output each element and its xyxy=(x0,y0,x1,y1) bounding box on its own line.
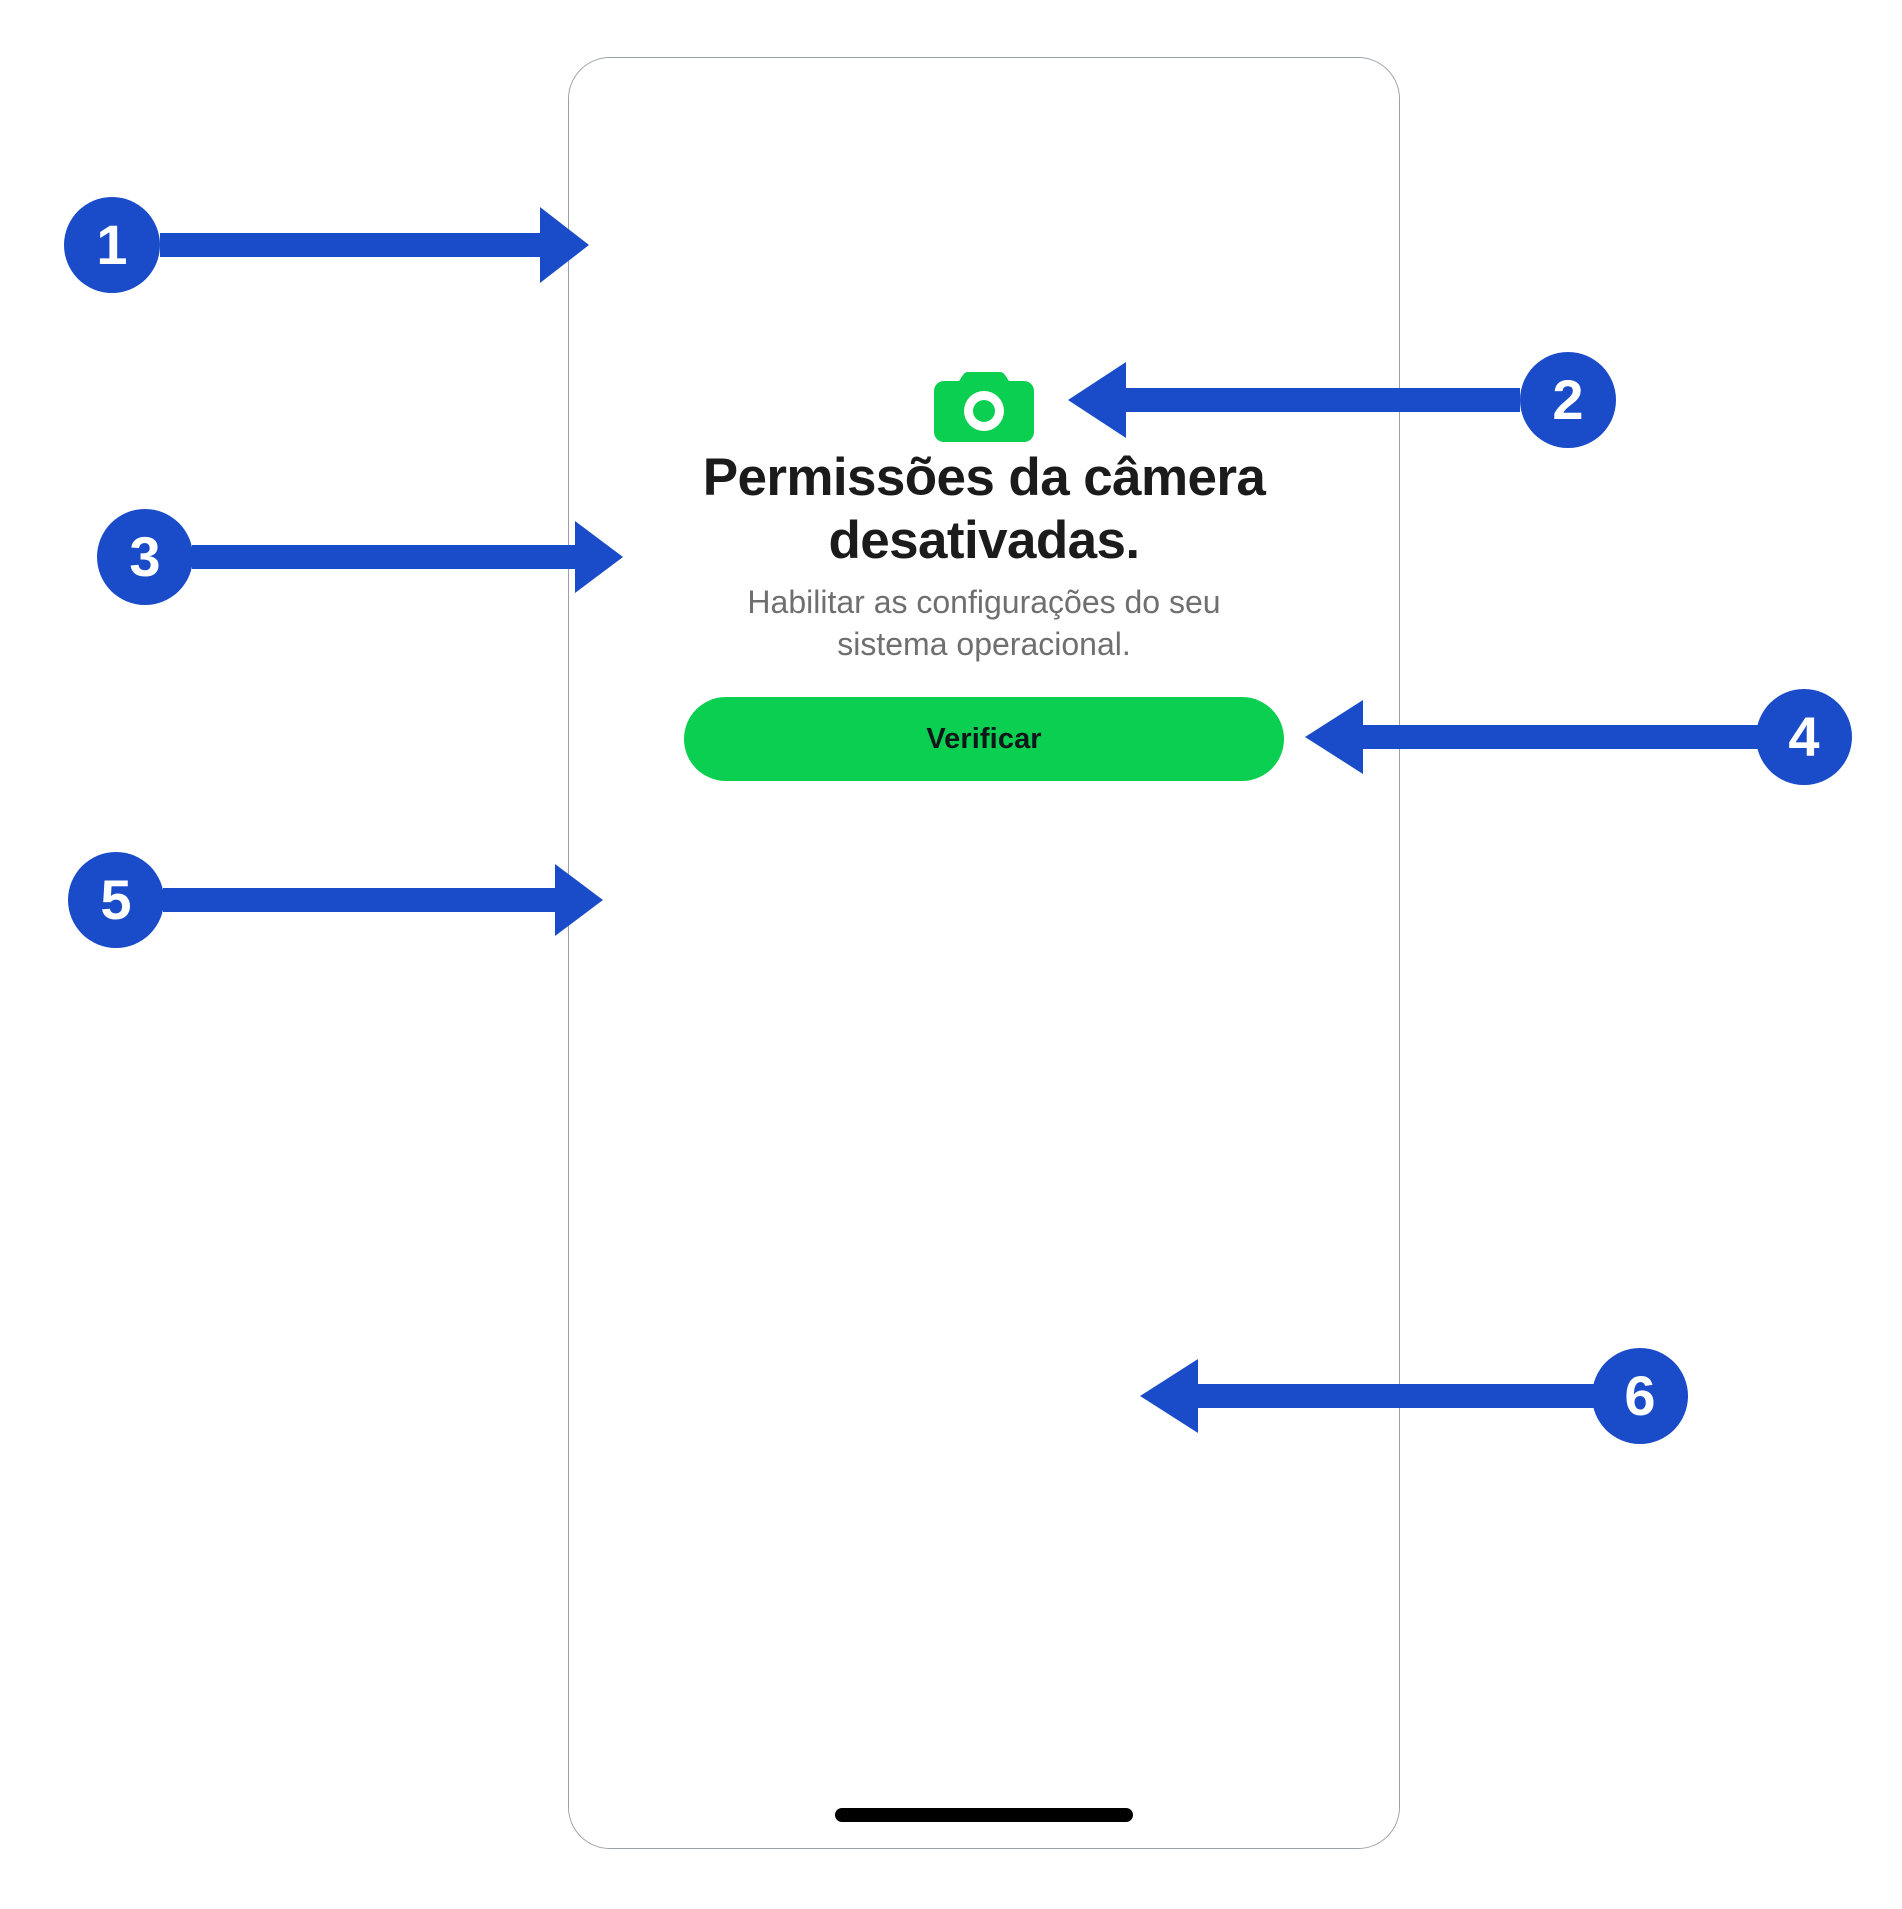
annotation-badge-4: 4 xyxy=(1756,689,1852,785)
annotation-badge-5: 5 xyxy=(68,852,164,948)
camera-icon xyxy=(934,364,1034,444)
page-title: Permissões da câmera desativadas. xyxy=(702,448,1266,571)
annotation-badge-1: 1 xyxy=(64,197,160,293)
phone-frame: Permissões da câmera desativadas. Habili… xyxy=(568,57,1400,1849)
home-indicator-bar[interactable] xyxy=(835,1808,1133,1822)
close-button[interactable] xyxy=(569,178,587,234)
close-x-icon[interactable] xyxy=(569,191,574,221)
screen-background: Permissões da câmera desativadas. Habili… xyxy=(569,58,1399,1848)
subtitle-text: Habilitar as configurações do seu sistem… xyxy=(747,584,1221,663)
annotation-badge-3: 3 xyxy=(97,509,193,605)
verificar-button[interactable]: Verificar xyxy=(684,697,1284,781)
annotation-badge-6: 6 xyxy=(1592,1348,1688,1444)
annotation-badge-2: 2 xyxy=(1520,352,1616,448)
